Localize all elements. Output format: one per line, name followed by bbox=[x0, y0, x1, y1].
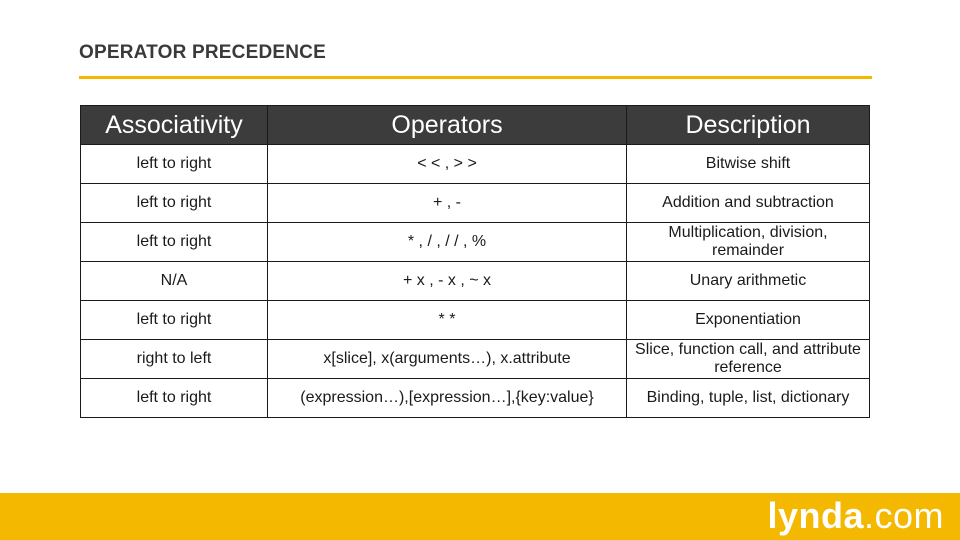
table-row: left to right * , / , / / , % Multiplica… bbox=[80, 222, 870, 262]
cell-operators: < < , > > bbox=[267, 144, 627, 184]
table-row: left to right * * Exponentiation bbox=[80, 300, 870, 340]
cell-operators: * , / , / / , % bbox=[267, 222, 627, 262]
cell-description: Exponentiation bbox=[626, 300, 870, 340]
table-row: right to left x[slice], x(arguments…), x… bbox=[80, 339, 870, 379]
table-row: left to right (expression…),[expression…… bbox=[80, 378, 870, 418]
header-operators: Operators bbox=[267, 105, 627, 145]
cell-description: Unary arithmetic bbox=[626, 261, 870, 301]
cell-description: Slice, function call, and attribute refe… bbox=[626, 339, 870, 379]
cell-operators: x[slice], x(arguments…), x.attribute bbox=[267, 339, 627, 379]
cell-associativity: left to right bbox=[80, 144, 268, 184]
table-row: left to right + , - Addition and subtrac… bbox=[80, 183, 870, 223]
cell-associativity: left to right bbox=[80, 222, 268, 262]
cell-associativity: right to left bbox=[80, 339, 268, 379]
cell-description: Binding, tuple, list, dictionary bbox=[626, 378, 870, 418]
cell-operators: + x , - x , ~ x bbox=[267, 261, 627, 301]
cell-description: Multiplication, division, remainder bbox=[626, 222, 870, 262]
cell-operators: * * bbox=[267, 300, 627, 340]
logo-word: lynda bbox=[767, 495, 864, 536]
logo-suffix: .com bbox=[863, 495, 944, 536]
cell-associativity: left to right bbox=[80, 183, 268, 223]
cell-description: Bitwise shift bbox=[626, 144, 870, 184]
table-row: N/A + x , - x , ~ x Unary arithmetic bbox=[80, 261, 870, 301]
cell-description: Addition and subtraction bbox=[626, 183, 870, 223]
table-row: left to right < < , > > Bitwise shift bbox=[80, 144, 870, 184]
cell-associativity: left to right bbox=[80, 300, 268, 340]
cell-operators: (expression…),[expression…],{key:value} bbox=[267, 378, 627, 418]
title-underline bbox=[79, 76, 872, 79]
table-header-row: Associativity Operators Description bbox=[80, 105, 870, 145]
operator-precedence-table: Associativity Operators Description left… bbox=[80, 105, 870, 418]
cell-associativity: N/A bbox=[80, 261, 268, 301]
cell-operators: + , - bbox=[267, 183, 627, 223]
lynda-logo: lynda.com bbox=[767, 495, 944, 537]
footer-bar: lynda.com bbox=[0, 493, 960, 540]
cell-associativity: left to right bbox=[80, 378, 268, 418]
header-associativity: Associativity bbox=[80, 105, 268, 145]
header-description: Description bbox=[626, 105, 870, 145]
slide-title: OPERATOR PRECEDENCE bbox=[79, 42, 326, 63]
